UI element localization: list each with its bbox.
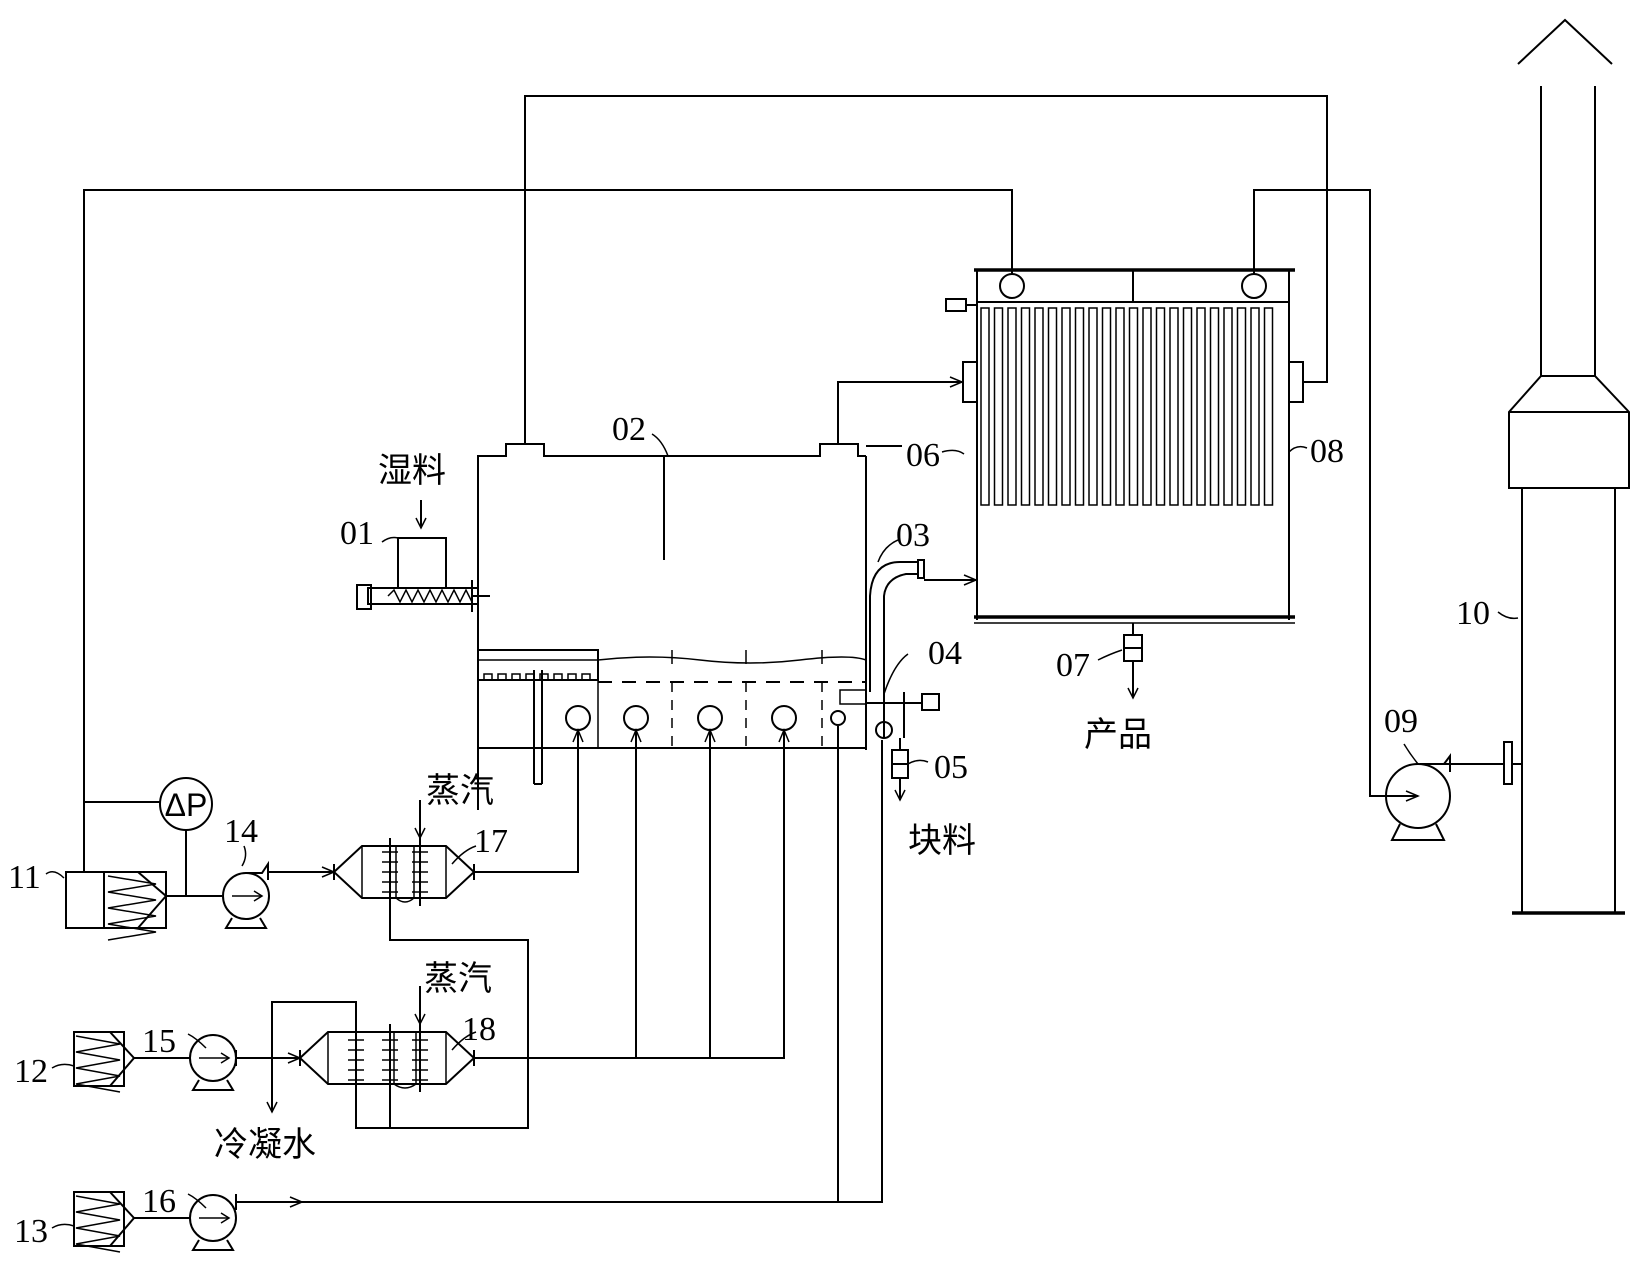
- exhaust-stack: [1509, 20, 1629, 913]
- filter-bag: [1170, 308, 1178, 505]
- filter-bag: [1049, 308, 1057, 505]
- label-08: 08: [1310, 433, 1344, 470]
- steam-heater-18: [300, 1022, 474, 1098]
- label-01: 01: [340, 515, 374, 552]
- feed-hopper: [398, 538, 446, 588]
- label-16: 16: [142, 1183, 176, 1220]
- leader-lines: [46, 434, 1518, 1228]
- steam-label-2: 蒸汽: [424, 959, 492, 999]
- screw-feeder: [357, 500, 490, 612]
- fan-09: [1386, 756, 1450, 840]
- label-05: 05: [934, 749, 968, 786]
- steam-label-1: 蒸汽: [426, 771, 494, 811]
- bag-filter: [946, 270, 1303, 698]
- filter-bag: [1035, 308, 1043, 505]
- filter-bag: [1224, 308, 1232, 505]
- fan-16: [190, 1195, 236, 1250]
- steam-heater-17: [334, 838, 474, 918]
- filter-bag: [1157, 308, 1165, 505]
- product-label: 产品: [1084, 715, 1152, 755]
- filter-bag: [1116, 308, 1124, 505]
- delta-p-label: ΔP: [165, 787, 208, 823]
- filter-bag: [1089, 308, 1097, 505]
- label-04: 04: [928, 635, 962, 672]
- filter-bag: [1238, 308, 1246, 505]
- air-filter-11: [66, 872, 166, 940]
- filter-bag: [1251, 308, 1259, 505]
- filter-bag: [1008, 308, 1016, 505]
- filter-bag: [1062, 308, 1070, 505]
- filter-bag: [1130, 308, 1138, 505]
- label-14: 14: [224, 813, 258, 850]
- filter-bag: [981, 308, 989, 505]
- label-03: 03: [896, 517, 930, 554]
- air-filter-12: [74, 1032, 134, 1092]
- filter-bag: [1211, 308, 1219, 505]
- filter-bag: [1143, 308, 1151, 505]
- label-18: 18: [462, 1011, 496, 1048]
- process-piping: [84, 96, 1522, 1218]
- label-07: 07: [1056, 647, 1090, 684]
- label-06: 06: [906, 437, 940, 474]
- condensate-label: 冷凝水: [214, 1125, 316, 1165]
- filter-bag: [1022, 308, 1030, 505]
- lump-material-label: 块料: [908, 821, 976, 861]
- filter-bag: [1197, 308, 1205, 505]
- filter-bag: [1265, 308, 1273, 505]
- label-09: 09: [1384, 703, 1418, 740]
- label-17: 17: [474, 823, 508, 860]
- pulse-valve-left-icon: [1000, 274, 1024, 298]
- label-12: 12: [14, 1053, 48, 1090]
- component-labels: 01 02 03 04 05 06 07 08 09 10 11 12 13 1…: [8, 411, 1490, 1250]
- filter-bag: [1103, 308, 1111, 505]
- air-filter-13: [74, 1192, 134, 1252]
- filter-bags: [981, 308, 1273, 505]
- fan-15: [190, 1035, 236, 1090]
- label-11: 11: [8, 859, 41, 896]
- filter-bag: [995, 308, 1003, 505]
- label-13: 13: [14, 1213, 48, 1250]
- filter-bag: [1076, 308, 1084, 505]
- pulse-valve-right-icon: [1242, 274, 1266, 298]
- wet-material-label: 湿料: [378, 451, 446, 491]
- filter-bag: [1184, 308, 1192, 505]
- differential-pressure-gauge: ΔP: [160, 778, 212, 830]
- label-02: 02: [612, 411, 646, 448]
- fan-14: [223, 864, 269, 928]
- label-10: 10: [1456, 595, 1490, 632]
- stack-rain-cap: [1518, 20, 1612, 64]
- label-15: 15: [142, 1023, 176, 1060]
